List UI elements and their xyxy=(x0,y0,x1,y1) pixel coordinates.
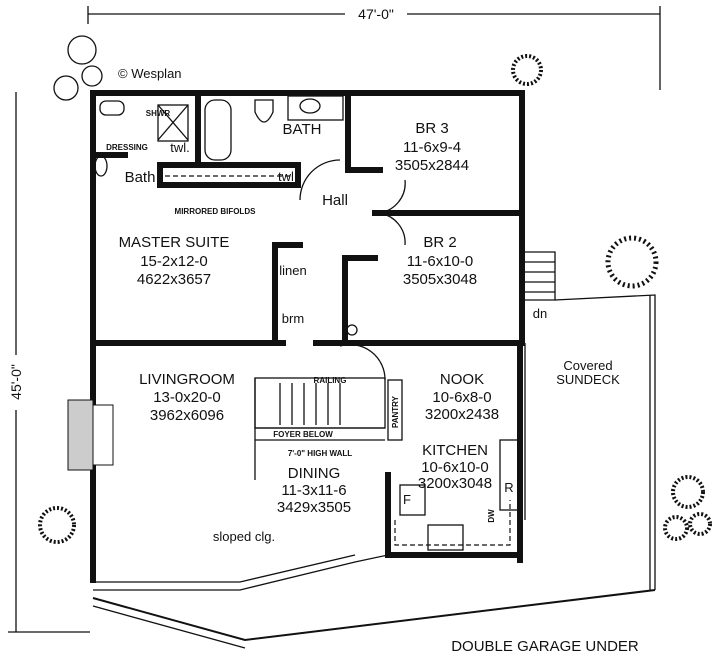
foyer-label: FOYER BELOW xyxy=(273,430,333,439)
room-hall: Hall xyxy=(322,192,348,209)
svg-text:15-2x12-0: 15-2x12-0 xyxy=(140,253,208,270)
room-sundeck: Covered SUNDECK xyxy=(556,358,620,387)
svg-text:Covered: Covered xyxy=(563,358,612,373)
svg-text:3200x3048: 3200x3048 xyxy=(418,475,492,492)
shower-label: SHWR xyxy=(146,109,171,118)
svg-text:11-6x9-4: 11-6x9-4 xyxy=(403,139,461,156)
room-kitchen: KITCHEN 10-6x10-0 3200x3048 xyxy=(418,442,492,492)
garage-label: DOUBLE GARAGE UNDER xyxy=(451,638,639,655)
svg-text:10-6x8-0: 10-6x8-0 xyxy=(432,389,491,406)
width-dimension: 47'-0" xyxy=(87,4,661,90)
freezer-label: F xyxy=(403,492,411,507)
svg-text:3962x6096: 3962x6096 xyxy=(150,407,224,424)
svg-text:11-3x11-6: 11-3x11-6 xyxy=(281,482,346,499)
sundeck-outline xyxy=(92,294,656,649)
svg-text:10-6x10-0: 10-6x10-0 xyxy=(421,459,489,476)
svg-text:DINING: DINING xyxy=(288,465,341,482)
room-bath: BATH xyxy=(283,121,322,138)
broom-closet-label: brm xyxy=(282,311,304,326)
svg-text:3505x2844: 3505x2844 xyxy=(395,157,469,174)
walls xyxy=(90,90,525,591)
svg-text:4622x3657: 4622x3657 xyxy=(137,271,211,288)
svg-text:11-6x10-0: 11-6x10-0 xyxy=(407,253,473,270)
tree-icon xyxy=(38,35,712,544)
room-nook: NOOK 10-6x8-0 3200x2438 xyxy=(425,371,499,423)
svg-text:MASTER SUITE: MASTER SUITE xyxy=(119,234,230,251)
stairs-down-label: dn xyxy=(533,306,547,321)
svg-text:SUNDECK: SUNDECK xyxy=(556,372,620,387)
room-br2: BR 2 11-6x10-0 3505x3048 xyxy=(403,234,477,288)
depth-dimension: 45'-0" xyxy=(6,92,90,633)
room-ensuite-bath: Bath xyxy=(125,169,156,186)
dressing-label: DRESSING xyxy=(106,143,148,152)
svg-text:3429x3505: 3429x3505 xyxy=(277,499,351,516)
dishwasher-label: DW xyxy=(487,509,496,523)
staircase xyxy=(254,251,556,480)
pantry-label: PANTRY xyxy=(391,395,400,428)
room-dining: DINING 11-3x11-6 3429x3505 xyxy=(277,465,351,516)
svg-text:3200x2438: 3200x2438 xyxy=(425,406,499,423)
linen-label: linen xyxy=(279,263,306,278)
fireplace xyxy=(67,399,114,471)
sloped-ceiling-label: sloped clg. xyxy=(213,529,275,544)
logo: © Wesplan xyxy=(118,66,182,81)
svg-text:NOOK: NOOK xyxy=(440,371,484,388)
svg-text:3505x3048: 3505x3048 xyxy=(403,271,477,288)
width-label: 47'-0" xyxy=(358,6,394,22)
room-br3: BR 3 11-6x9-4 3505x2844 xyxy=(395,120,469,174)
room-master-suite: MASTER SUITE 15-2x12-0 4622x3657 xyxy=(119,234,230,288)
fixtures xyxy=(94,95,406,381)
railing-label: RAILING xyxy=(314,376,347,385)
svg-text:13-0x20-0: 13-0x20-0 xyxy=(153,389,221,406)
svg-text:BR 3: BR 3 xyxy=(415,120,448,137)
high-wall-label: 7'-0" HIGH WALL xyxy=(288,449,352,458)
svg-text:LIVINGROOM: LIVINGROOM xyxy=(139,371,235,388)
svg-text:BR 2: BR 2 xyxy=(423,234,456,251)
kitchen-counters xyxy=(394,439,519,551)
room-livingroom: LIVINGROOM 13-0x20-0 3962x6096 xyxy=(139,371,235,424)
depth-label: 45'-0" xyxy=(8,364,24,400)
towel-label: twl. xyxy=(170,140,190,155)
svg-text:KITCHEN: KITCHEN xyxy=(422,442,488,459)
bifolds-label: MIRRORED BIFOLDS xyxy=(175,207,257,216)
towel-label-2: twl xyxy=(278,169,294,184)
refrigerator-label: R xyxy=(504,480,513,495)
